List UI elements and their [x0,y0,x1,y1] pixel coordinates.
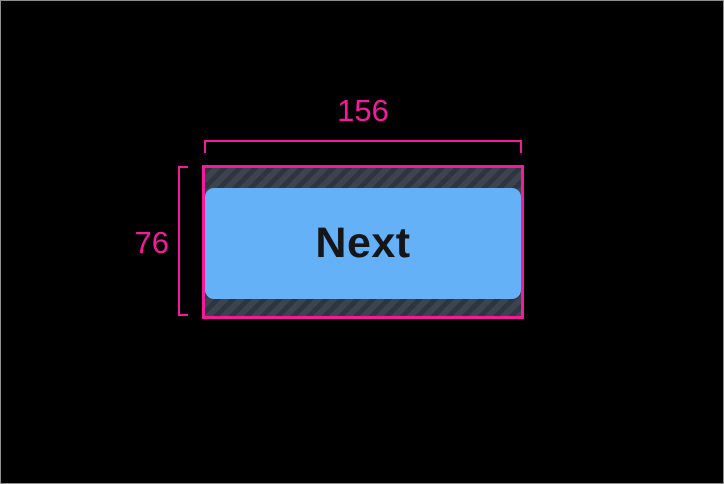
next-button[interactable]: Next [205,188,521,299]
widget-bounds-overlay: Next [202,165,524,319]
height-measurement-bracket-icon [178,166,188,316]
width-dimension-label: 156 [337,93,389,128]
width-measurement-bracket-icon [204,140,522,153]
height-dimension-label: 76 [134,225,169,260]
